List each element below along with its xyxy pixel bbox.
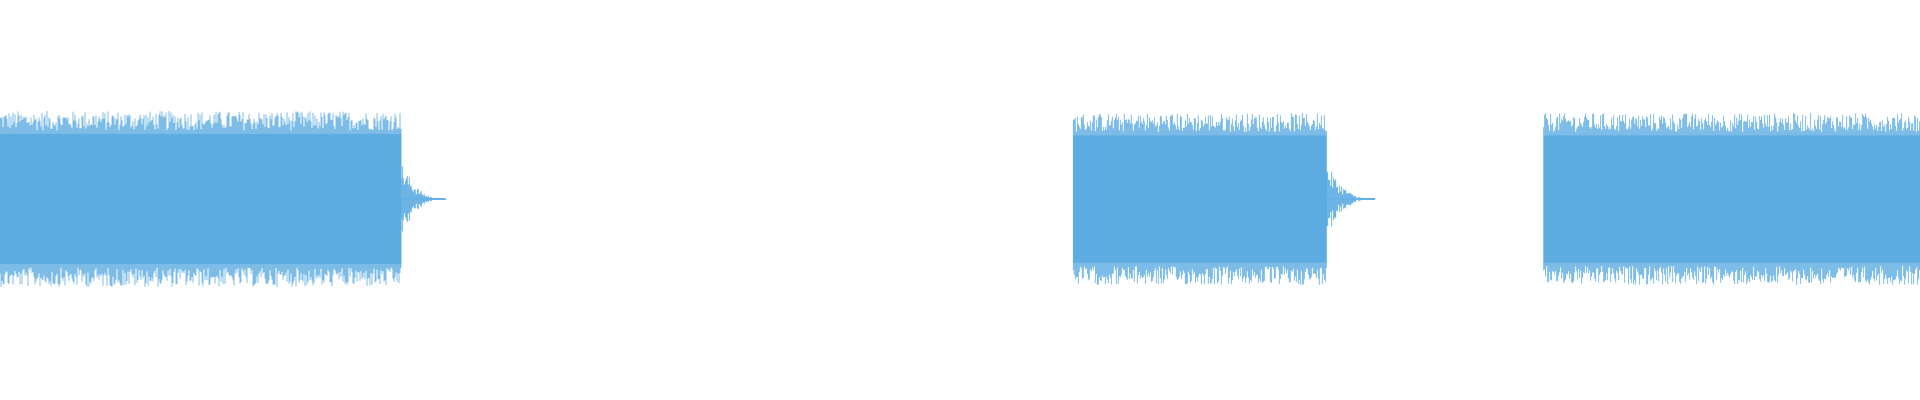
waveform-segment: [1543, 113, 1920, 285]
waveform-segment-peaks: [1543, 113, 1920, 285]
waveform-segment: [1072, 113, 1376, 285]
waveform-segment-peaks: [0, 111, 402, 287]
waveform-segment: [0, 111, 446, 287]
waveform-segment-peaks: [1072, 113, 1327, 285]
